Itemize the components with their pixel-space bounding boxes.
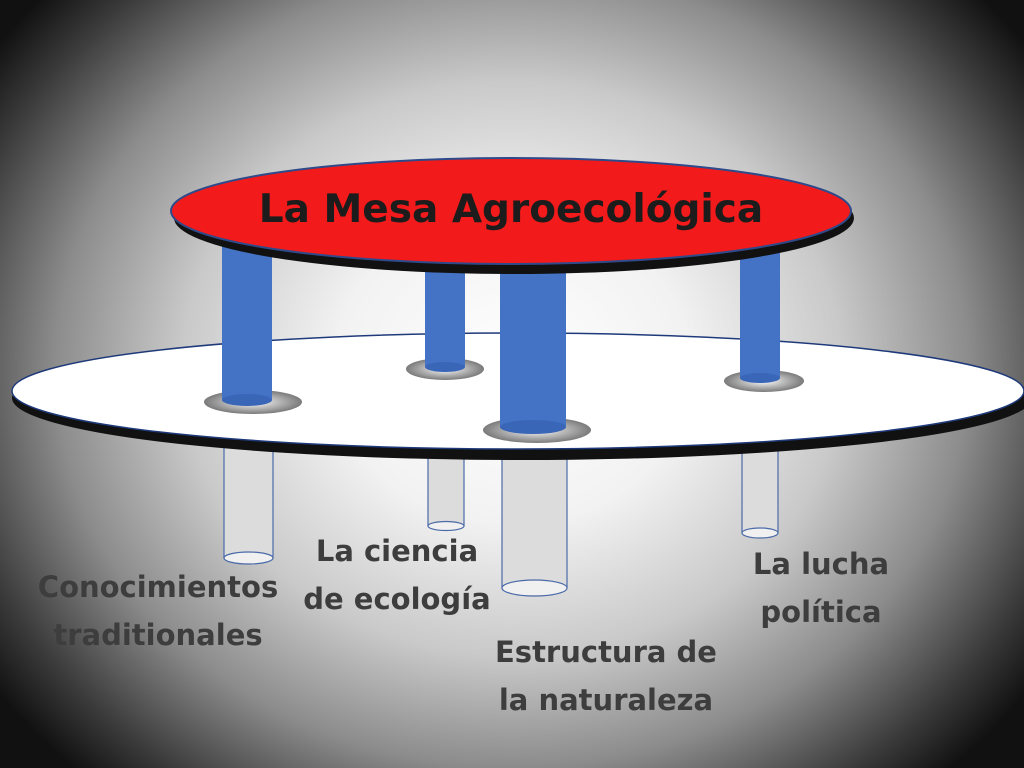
lower-leg-lucha [741, 439, 779, 539]
lower-legs [223, 439, 779, 597]
diagram-title: La Mesa Agroecológica [258, 187, 764, 232]
pillar-label-lucha: La lucha política [752, 547, 890, 629]
pillar-estructura [500, 262, 566, 434]
lower-leg-conocimientos [223, 439, 274, 565]
pillar-conocimientos [222, 245, 272, 406]
lower-leg-estructura [501, 439, 568, 597]
pillar-label-ciencia: La ciencia de ecología [303, 534, 491, 616]
pillar-label-conocimientos: Conocimientos traditionales [37, 570, 279, 652]
upper-pillars [222, 240, 780, 434]
pillar-lucha [740, 240, 780, 383]
tabletop [170, 157, 854, 274]
pillar-label-estructura: Estructura de la naturaleza [495, 635, 717, 717]
pillar-ciencia [425, 255, 465, 372]
